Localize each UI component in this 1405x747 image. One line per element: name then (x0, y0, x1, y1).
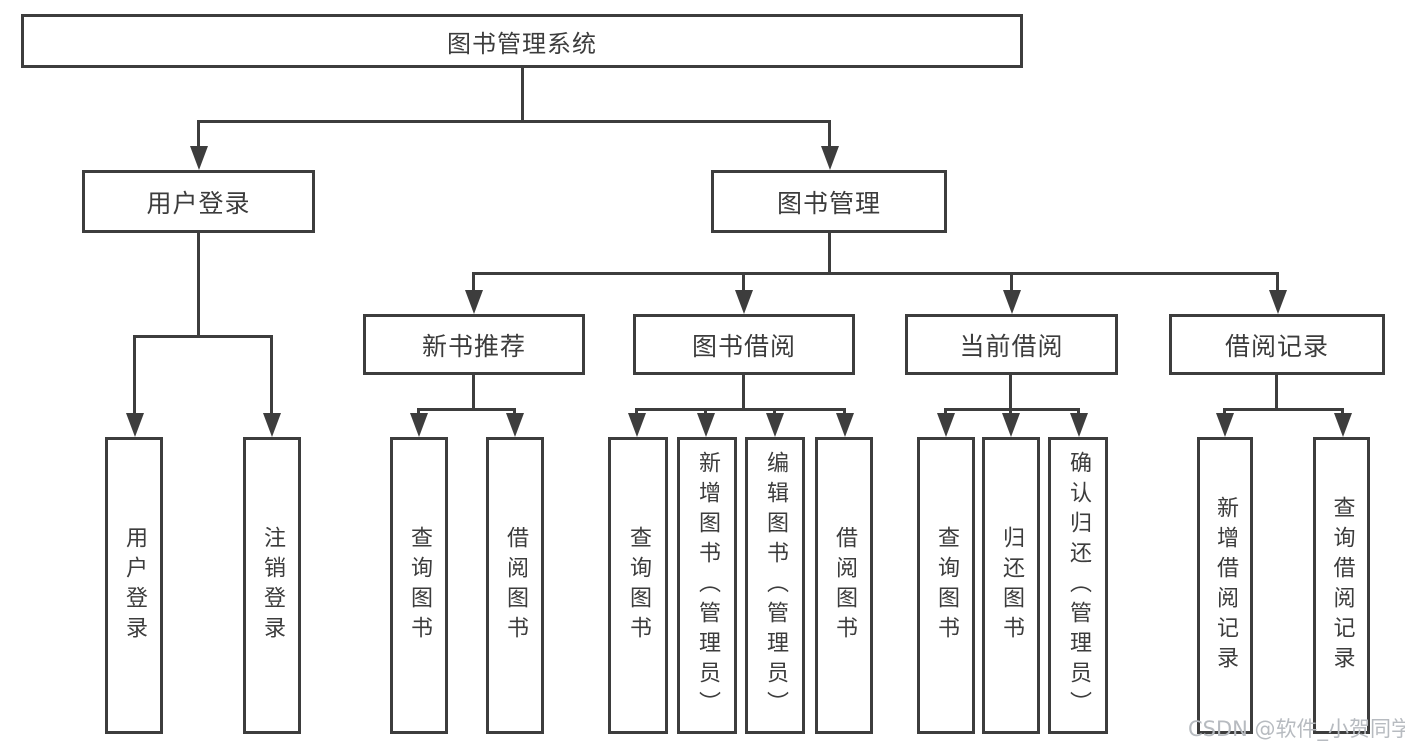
connector-line (1009, 375, 1012, 408)
node-leaf-logout: 注销登录 (243, 437, 301, 734)
connector-line (828, 120, 831, 148)
node-label: 新增图书（管理员） (695, 450, 720, 721)
node-leaf-confirm-return-admin: 确认归还（管理员） (1048, 437, 1108, 734)
arrowhead-icon (126, 413, 144, 437)
arrowhead-icon (1269, 290, 1287, 314)
arrowhead-icon (1216, 413, 1234, 437)
connector-line (742, 375, 745, 408)
arrowhead-icon (465, 290, 483, 314)
arrowhead-icon (1002, 413, 1020, 437)
node-leaf-query-books-borrowing: 查询图书 (608, 437, 668, 734)
connector-line (472, 272, 475, 292)
node-label: 归还图书 (999, 525, 1024, 646)
node-label: 用户登录 (122, 525, 147, 646)
arrowhead-icon (821, 146, 839, 170)
node-label: 编辑图书（管理员） (763, 450, 788, 721)
connector-line (521, 68, 524, 123)
connector-line (513, 408, 516, 416)
node-label: 借阅图书 (832, 525, 857, 646)
node-library-management-system: 图书管理系统 (21, 14, 1023, 68)
connector-line (133, 335, 136, 415)
node-leaf-add-books-admin: 新增图书（管理员） (677, 437, 737, 734)
node-label: 注销登录 (260, 525, 285, 646)
connector-line (197, 120, 200, 148)
node-label: 查询图书 (934, 525, 959, 646)
node-book-management: 图书管理 (711, 170, 947, 233)
connector-line (417, 408, 420, 416)
node-label: 新增借阅记录 (1213, 495, 1238, 676)
node-label: 查询图书 (626, 525, 651, 646)
node-current-borrowing: 当前借阅 (905, 314, 1118, 375)
node-leaf-borrow-books-recommend: 借阅图书 (486, 437, 544, 734)
node-label: 图书管理系统 (447, 29, 597, 58)
node-label: 查询借阅记录 (1329, 495, 1355, 676)
connector-line (1009, 408, 1012, 416)
arrowhead-icon (937, 413, 955, 437)
connector-line (944, 408, 947, 416)
connector-line (417, 408, 516, 411)
arrowhead-icon (1334, 413, 1352, 437)
node-user-login: 用户登录 (82, 170, 315, 233)
connector-line (828, 233, 831, 272)
connector-line (635, 408, 846, 411)
connector-line (1223, 408, 1226, 416)
connector-line (635, 408, 638, 416)
node-book-borrowing: 图书借阅 (633, 314, 855, 375)
arrowhead-icon (410, 413, 428, 437)
connector-line (472, 375, 475, 408)
arrowhead-icon (697, 413, 715, 437)
node-label: 图书管理 (776, 188, 881, 218)
connector-line (843, 408, 846, 416)
node-label: 借阅图书 (503, 525, 528, 646)
connector-line (472, 272, 1279, 275)
connector-line (944, 408, 1080, 411)
node-label: 图书借阅 (691, 331, 796, 361)
node-leaf-borrow-books: 借阅图书 (815, 437, 873, 734)
node-leaf-return-books: 归还图书 (982, 437, 1040, 734)
connector-line (197, 233, 200, 335)
arrowhead-icon (836, 413, 854, 437)
connector-line (1223, 408, 1344, 411)
arrowhead-icon (190, 146, 208, 170)
node-label: 当前借阅 (959, 331, 1064, 361)
node-leaf-query-borrow-record: 查询借阅记录 (1313, 437, 1370, 734)
node-label: 用户登录 (146, 188, 251, 218)
connector-line (133, 335, 273, 338)
connector-line (1276, 272, 1279, 292)
arrowhead-icon (1070, 413, 1088, 437)
arrowhead-icon (735, 290, 753, 314)
connector-line (1275, 375, 1278, 408)
connector-line (1077, 408, 1080, 416)
node-new-book-recommendation: 新书推荐 (363, 314, 585, 375)
connector-line (270, 335, 273, 415)
node-leaf-add-borrow-record: 新增借阅记录 (1197, 437, 1253, 734)
csdn-watermark: CSDN @软件_小贺同学 (1188, 717, 1405, 741)
arrowhead-icon (628, 413, 646, 437)
node-label: 确认归还（管理员） (1066, 450, 1091, 721)
node-borrowing-records: 借阅记录 (1169, 314, 1385, 375)
connector-line (197, 120, 831, 123)
connector-line (742, 272, 745, 292)
connector-line (1341, 408, 1344, 416)
connector-line (1010, 272, 1013, 292)
connector-line (704, 408, 707, 416)
arrowhead-icon (506, 413, 524, 437)
arrowhead-icon (766, 413, 784, 437)
node-leaf-query-books-recommend: 查询图书 (390, 437, 448, 734)
arrowhead-icon (1003, 290, 1021, 314)
node-label: 查询图书 (407, 525, 432, 646)
connector-line (773, 408, 776, 416)
node-label: 借阅记录 (1224, 331, 1329, 361)
node-leaf-edit-books-admin: 编辑图书（管理员） (745, 437, 805, 734)
node-leaf-query-books-current: 查询图书 (917, 437, 975, 734)
node-leaf-user-login: 用户登录 (105, 437, 163, 734)
arrowhead-icon (263, 413, 281, 437)
node-label: 新书推荐 (421, 331, 526, 361)
